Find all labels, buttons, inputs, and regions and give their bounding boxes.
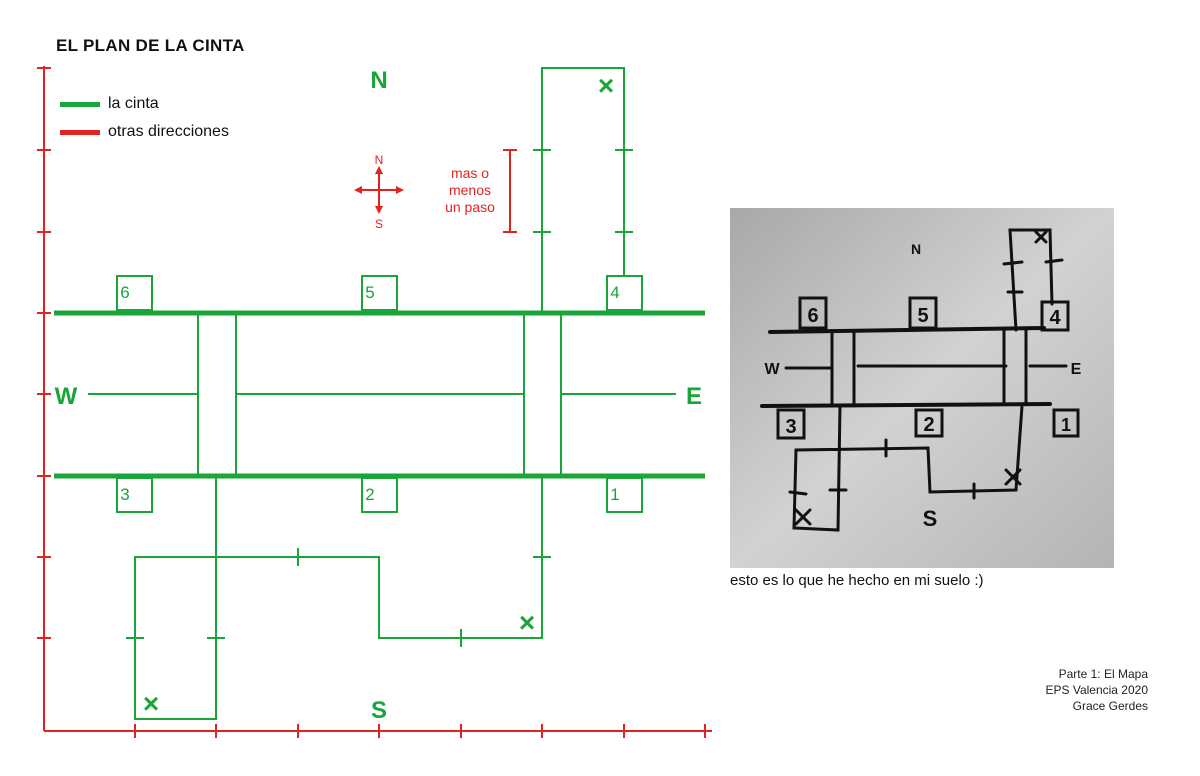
credits-author: Grace Gerdes bbox=[1072, 699, 1148, 713]
legend-label-directions: otras direcciones bbox=[108, 123, 229, 140]
west-label: W bbox=[55, 383, 78, 410]
x-marker-south-west: × bbox=[143, 688, 159, 719]
box-3 bbox=[116, 477, 153, 513]
south-label: S bbox=[371, 697, 387, 724]
floor-photo-drawing: N S W E 6 5 4 3 2 1 bbox=[730, 208, 1114, 568]
legend-label-tape: la cinta bbox=[108, 95, 159, 112]
photo-box-3: 3 bbox=[785, 416, 796, 438]
small-compass-north: N bbox=[375, 153, 384, 167]
box-6 bbox=[116, 275, 153, 311]
photo-box-6: 6 bbox=[807, 305, 818, 327]
box-1-label: 1 bbox=[610, 485, 619, 504]
box-4 bbox=[606, 275, 643, 311]
photo-south-label: S bbox=[923, 506, 938, 531]
legend-swatch-directions bbox=[60, 129, 100, 135]
small-compass-south: S bbox=[375, 217, 383, 231]
photo-box-4: 4 bbox=[1049, 307, 1061, 329]
photo-box-2: 2 bbox=[923, 414, 934, 436]
box-5 bbox=[361, 275, 398, 311]
tape-south-path bbox=[134, 476, 543, 720]
photo-west-label: W bbox=[764, 361, 780, 378]
x-marker-north: × bbox=[598, 70, 614, 101]
east-label: E bbox=[686, 383, 702, 410]
box-4-label: 4 bbox=[610, 283, 619, 302]
scale-note-line3: un paso bbox=[445, 199, 495, 215]
tape-plan-diagram: mas o menos un paso N S N S W E bbox=[37, 66, 712, 738]
credits-school: EPS Valencia 2020 bbox=[1045, 683, 1148, 697]
small-compass-icon bbox=[354, 166, 404, 214]
legend-item-tape: la cinta bbox=[60, 93, 159, 115]
credits-part: Parte 1: El Mapa bbox=[1058, 667, 1148, 681]
tape-lines bbox=[54, 67, 705, 720]
photo-north-label: N bbox=[911, 241, 921, 257]
box-1 bbox=[606, 477, 643, 513]
photo-box-1: 1 bbox=[1061, 415, 1071, 435]
photo-box-5: 5 bbox=[917, 305, 928, 327]
box-2-label: 2 bbox=[365, 485, 374, 504]
scale-note-line1: mas o bbox=[451, 165, 489, 181]
photo-caption: esto es lo que he hecho en mi suelo :) bbox=[730, 572, 984, 589]
page-title: EL PLAN DE LA CINTA bbox=[56, 36, 245, 55]
credits: Parte 1: El Mapa EPS Valencia 2020 Grace… bbox=[1045, 666, 1148, 714]
box-5-label: 5 bbox=[365, 283, 374, 302]
tape-north-loop bbox=[541, 67, 625, 313]
box-2 bbox=[361, 477, 398, 513]
photo-east-label: E bbox=[1071, 361, 1082, 378]
legend-item-directions: otras direcciones bbox=[60, 121, 229, 143]
scale-bracket bbox=[503, 149, 517, 233]
floor-photo: N S W E 6 5 4 3 2 1 bbox=[730, 208, 1114, 568]
x-marker-south-east: × bbox=[519, 607, 535, 638]
box-3-label: 3 bbox=[120, 485, 129, 504]
legend-swatch-tape bbox=[60, 101, 100, 107]
box-6-label: 6 bbox=[120, 283, 129, 302]
grid-axes bbox=[37, 66, 712, 738]
north-label: N bbox=[370, 67, 387, 94]
scale-note-line2: menos bbox=[449, 182, 491, 198]
